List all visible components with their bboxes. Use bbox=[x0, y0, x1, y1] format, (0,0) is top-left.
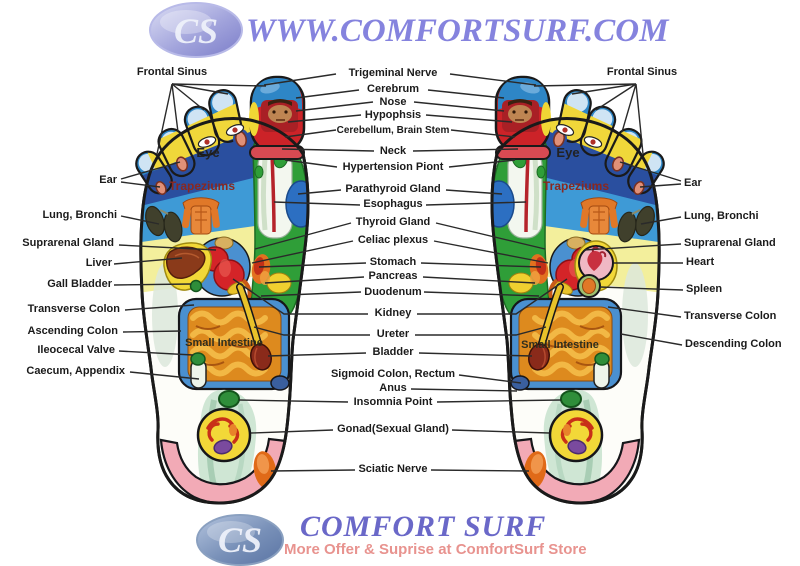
label-ureter: Ureter bbox=[376, 328, 410, 340]
footer-logo-initials: CS bbox=[218, 520, 262, 560]
label-ear-left: Ear bbox=[99, 174, 117, 186]
footer-logo: CS bbox=[196, 514, 284, 566]
label-esophagus: Esophagus bbox=[363, 198, 423, 210]
label-cerebrum: Cerebrum bbox=[367, 83, 419, 95]
left-foot-illustration bbox=[113, 77, 316, 503]
label-descending-colon: Descending Colon bbox=[685, 338, 782, 350]
label-lung-bronchi-left: Lung, Bronchi bbox=[42, 209, 117, 221]
liver-illustration bbox=[163, 242, 213, 293]
label-duodenum: Duodenum bbox=[364, 286, 422, 298]
label-spleen: Spleen bbox=[686, 283, 723, 295]
label-trigeminal-nerve: Trigeminal Nerve bbox=[348, 67, 438, 79]
label-eye-right-foot: Eye bbox=[556, 145, 580, 160]
label-bladder: Bladder bbox=[372, 346, 414, 358]
label-heart: Heart bbox=[686, 256, 715, 268]
label-sciatic-nerve: Sciatic Nerve bbox=[358, 463, 428, 475]
label-suprarenal-gland-left: Suprarenal Gland bbox=[22, 237, 114, 249]
label-cerebellum-brain-stem: Cerebellum, Brain Stem bbox=[336, 125, 450, 136]
label-gonad-sexual-gland: Gonad(Sexual Gland) bbox=[337, 423, 449, 435]
label-stomach: Stomach bbox=[369, 256, 417, 268]
label-thyroid-gland: Thyroid Gland bbox=[355, 216, 431, 228]
label-anus: Anus bbox=[379, 382, 407, 394]
label-caecum-appendix: Caecum, Appendix bbox=[26, 365, 125, 377]
label-lung-bronchi-right: Lung, Bronchi bbox=[684, 210, 759, 222]
label-suprarenal-gland-right: Suprarenal Gland bbox=[684, 237, 776, 249]
footer-brand: COMFORT SURF bbox=[300, 510, 547, 543]
label-transverse-colon-left: Transverse Colon bbox=[27, 303, 120, 315]
gall-bladder-dot bbox=[189, 279, 203, 293]
label-eye-left-foot: Eye bbox=[196, 145, 220, 160]
label-frontal-sinus-left: Frontal Sinus bbox=[136, 66, 208, 78]
label-ascending-colon: Ascending Colon bbox=[27, 325, 118, 337]
leader-lines bbox=[113, 73, 684, 472]
header-logo-initials: CS bbox=[174, 11, 218, 51]
label-hypophsis: Hypophsis bbox=[364, 109, 422, 121]
label-neck: Neck bbox=[379, 145, 407, 157]
label-sigmoid-colon-rectum: Sigmoid Colon, Rectum bbox=[330, 368, 456, 380]
label-ileocecal-valve: Ileocecal Valve bbox=[37, 344, 115, 356]
label-gall-bladder: Gall Bladder bbox=[47, 278, 112, 290]
header-logo: CS bbox=[149, 2, 243, 58]
spleen-illustration bbox=[577, 274, 601, 298]
label-insomnia-point: Insomnia Point bbox=[353, 396, 433, 408]
label-parathyroid-gland: Parathyroid Gland bbox=[345, 183, 441, 195]
label-trapeziums-left-foot: Trapeziums bbox=[168, 179, 236, 193]
label-kidney: Kidney bbox=[374, 307, 412, 319]
label-small-intestine-right-foot: Small Intestine bbox=[521, 339, 599, 351]
label-transverse-colon-right: Transverse Colon bbox=[684, 310, 777, 322]
label-liver: Liver bbox=[85, 257, 112, 269]
label-ear-right: Ear bbox=[684, 177, 702, 189]
footer-tagline: More Offer & Suprise at ComfortSurf Stor… bbox=[284, 541, 587, 558]
label-trapeziums-right-foot: Trapeziums bbox=[542, 179, 610, 193]
label-frontal-sinus-right: Frontal Sinus bbox=[606, 66, 678, 78]
label-nose: Nose bbox=[379, 96, 407, 108]
right-foot-illustration bbox=[484, 77, 687, 503]
label-small-intestine-left-foot: Small Intestine bbox=[185, 337, 263, 349]
label-pancreas: Pancreas bbox=[368, 270, 418, 282]
header-watermark-url: WWW.COMFORTSURF.COM bbox=[246, 13, 669, 49]
label-celiac-plexus: Celiac plexus bbox=[357, 234, 429, 246]
label-hypertension-point: Hypertension Piont bbox=[342, 161, 444, 173]
